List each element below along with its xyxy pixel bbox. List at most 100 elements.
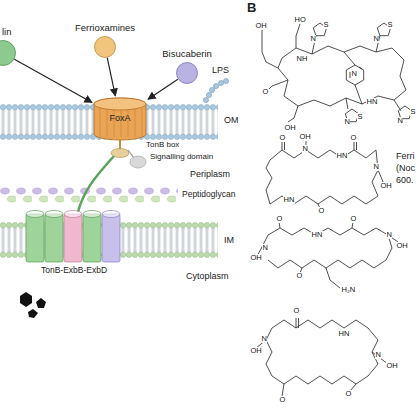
chemical-structure (278, 46, 406, 106)
siderophore-circle-outline (0, 40, 16, 66)
compound-label: 600. (396, 176, 414, 185)
atom-label: N (375, 351, 381, 359)
atom-label: S (387, 21, 393, 29)
chemical-structure (312, 36, 401, 111)
barrel-strand (135, 108, 136, 137)
siderophore-circle-outline (94, 36, 116, 58)
lps-chain (203, 78, 228, 102)
membrane-label: OM (224, 116, 239, 125)
panel-letter: B (247, 1, 256, 14)
lps-chain (203, 97, 208, 102)
atom-label: O (276, 215, 283, 223)
compartment-label: Periplasm (190, 170, 230, 179)
siderophore-circle (95, 37, 116, 58)
chemical-structure (346, 65, 363, 85)
atom-label: S (410, 108, 416, 116)
node-label: TonB-ExbB-ExbD (12, 266, 136, 275)
atom-label: OH (250, 347, 262, 355)
protein-cylinder (45, 211, 63, 218)
tonb-strand (128, 150, 134, 158)
atom-label: N (344, 118, 350, 126)
protein-cylinder (64, 211, 82, 218)
tonb-complex: TonB-ExbB-ExbD (22, 206, 126, 284)
barrel-strand (107, 108, 108, 137)
uptake-arrow (148, 79, 178, 99)
structure-label: LPS (212, 66, 229, 75)
lps-chain (218, 80, 223, 85)
barrel-top (94, 98, 146, 110)
siderophore-circle: lin (0, 40, 16, 66)
chemical-structure (256, 318, 388, 396)
atom-label: N (310, 35, 316, 43)
atom-label: O (350, 215, 357, 223)
atom-label: O (293, 307, 300, 315)
chemical-structure (262, 23, 412, 122)
signalling-domain (130, 156, 146, 168)
chemical-structure (266, 138, 384, 208)
atom-label: HN (283, 196, 295, 204)
lps-chain (206, 92, 211, 97)
protein-cylinder (45, 214, 63, 262)
atom-label: O (262, 88, 269, 96)
lps-chain (223, 78, 228, 83)
protein-cylinder (102, 211, 120, 218)
atom-label: S (357, 113, 363, 121)
protein-cylinder (45, 211, 63, 263)
barrel-strand (142, 108, 143, 137)
lps-chain (209, 87, 214, 92)
protein-cylinder (83, 211, 101, 263)
chemical-structure (256, 222, 398, 288)
atom-label: N (262, 244, 268, 252)
siderophore-circle-outline (176, 62, 198, 84)
lps-chain (213, 83, 218, 88)
chemical-structure (282, 138, 384, 208)
chemical-structure (262, 24, 300, 122)
node-label: FoxA (92, 114, 148, 124)
siderophore-circle: Bisucaberin (176, 62, 198, 84)
atom-label: OH (299, 133, 311, 141)
atom-label: HN (366, 98, 378, 106)
protein-cylinder (64, 214, 82, 262)
siderophore-circle (0, 41, 16, 66)
chemical-structure (256, 222, 398, 288)
chemical-structure (256, 318, 388, 396)
atom-label: N (373, 163, 379, 171)
atom-label: O (350, 134, 357, 142)
foxa-barrel: FoxA (92, 96, 148, 140)
structure-label: Peptidoglycan (182, 190, 235, 199)
atom-label: NH (296, 55, 308, 63)
iron-complex-icon (28, 309, 38, 318)
iron-complex-icon (20, 292, 46, 318)
node-heading: Ferrioxamines (75, 23, 135, 33)
tonb-strand (78, 140, 146, 212)
atom-label: HN (336, 152, 348, 160)
atom-label: O (345, 390, 352, 398)
atom-label: OH (250, 254, 262, 262)
iron-complex-icon (20, 292, 32, 307)
protein-cylinder (64, 211, 82, 263)
protein-cylinder (26, 214, 44, 262)
chemical-structure (266, 150, 378, 204)
atom-label: H₂N (341, 286, 356, 294)
domain-label: Signalling domain (150, 153, 213, 161)
chemical-structure (262, 228, 392, 268)
atom-label: S (323, 21, 329, 29)
node-heading: Bisucaberin (162, 49, 212, 59)
protein-cylinder (102, 214, 120, 262)
compound-label: (Noc (396, 164, 415, 173)
chemical-structure (266, 320, 378, 384)
barrel-strand (100, 108, 101, 137)
atom-label: HO (294, 16, 306, 24)
atom-label: HN (311, 231, 323, 239)
membrane-label: IM (224, 236, 234, 245)
iron-complex-icon (36, 298, 46, 308)
atom-label: O (318, 207, 325, 215)
atom-label: OH (380, 182, 392, 190)
protein-cylinder (26, 211, 44, 218)
protein-cylinder (83, 214, 101, 262)
